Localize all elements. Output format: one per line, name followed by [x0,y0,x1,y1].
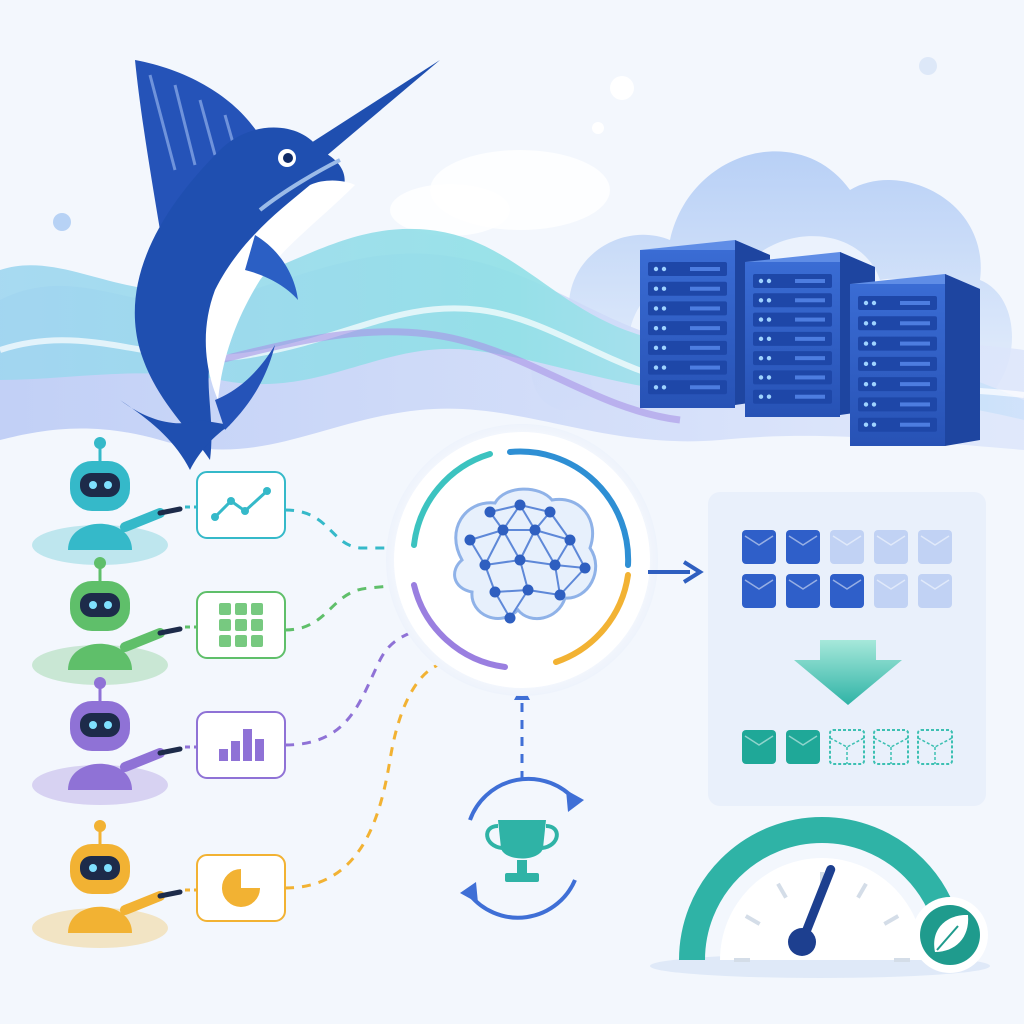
server-slot [753,293,832,308]
server-slot [753,331,832,346]
server-slot [648,340,727,355]
marlin-fish-icon [120,60,440,470]
server-slot [753,312,832,327]
compression-panel [708,492,986,806]
data-block [742,574,776,608]
data-block [918,530,952,564]
connector-orange [284,663,439,890]
brain-node [554,589,566,601]
brain-node [497,524,509,536]
server-slot [648,281,727,296]
line-chart-icon [185,471,286,539]
server-slot [753,351,832,366]
server-slot [648,360,727,375]
brain-node [529,524,541,536]
connector-purple [284,628,419,747]
data-block [873,729,909,765]
data-block [829,729,865,765]
agent-green-robot [32,557,183,685]
server-slots [648,262,937,432]
server-slot [858,397,937,412]
brain-node [464,534,476,546]
bar-chart-icon [185,711,286,779]
brain-node [564,534,576,546]
brain-node [514,499,526,511]
brain-node [579,562,591,574]
blocks-before [742,530,952,608]
server-slot [858,336,937,351]
server-slot [858,417,937,432]
server-slot [858,316,937,331]
brain-node [479,559,491,571]
agent-robots [32,437,286,948]
agent-purple-robot [32,677,183,805]
compress-arrow-icon [794,640,902,705]
server-slot [753,274,832,288]
data-block [830,530,864,564]
agent-teal-robot [32,437,183,565]
server-slot [858,296,937,310]
brain-node [489,586,501,598]
data-block [874,530,908,564]
server-slot [648,262,727,276]
neural-brain-icon [453,487,598,624]
leaf-icon [912,897,988,973]
server-slot [858,377,937,392]
server-slot [648,321,727,336]
server-rack-icon [640,240,980,446]
connector-teal [284,508,398,550]
brain-node [504,612,516,624]
connector-green [284,583,399,632]
output-arrow [648,560,704,584]
data-block [786,574,820,608]
data-block [874,574,908,608]
background-decor [53,57,937,320]
agent-orange-robot [32,820,183,948]
brain-node [514,554,526,566]
data-block [917,729,953,765]
server-slot [858,356,937,371]
brain-node [484,506,496,518]
data-block [742,730,776,764]
brain-node [549,559,561,571]
server-slot [648,301,727,316]
brain-node [544,506,556,518]
server-slot [753,370,832,385]
brain-node [522,584,534,596]
grid-table-icon [185,591,286,659]
trophy-icon [485,820,559,882]
data-block [918,574,952,608]
data-block [786,530,820,564]
server-slot [648,380,727,395]
trophy-cycle [460,776,584,920]
server-slot [753,389,832,404]
blocks-after [742,729,953,765]
data-block [742,530,776,564]
data-block [830,574,864,608]
data-flow-connectors [284,508,524,890]
data-block [786,730,820,764]
pie-chart-icon [185,854,286,922]
